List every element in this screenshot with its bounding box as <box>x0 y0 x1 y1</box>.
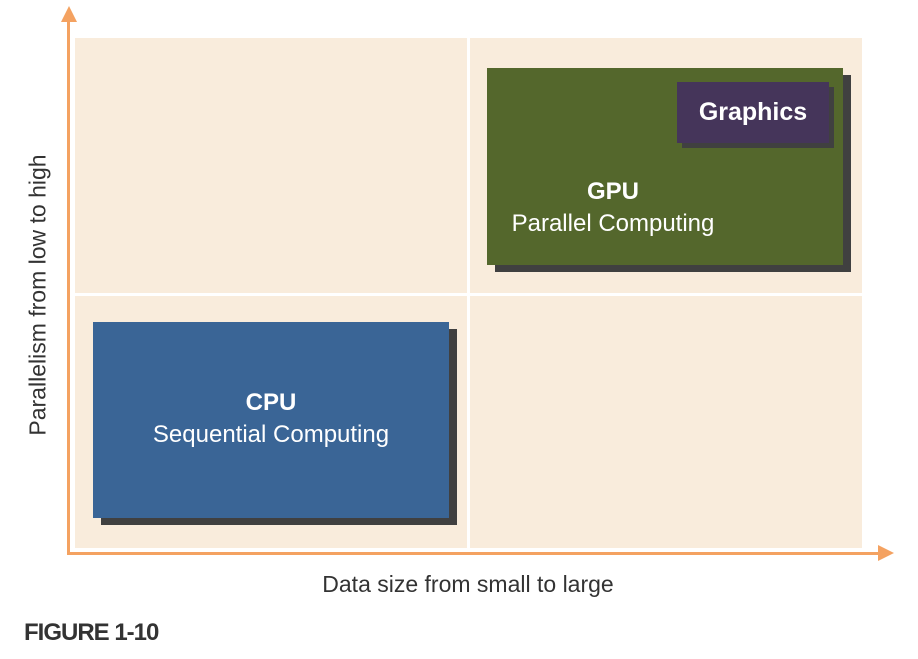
cpu-subtitle: Sequential Computing <box>152 421 390 448</box>
figure-caption: FIGURE 1-10 <box>24 619 159 646</box>
cpu-title: CPU <box>245 389 297 416</box>
x-axis <box>67 552 882 555</box>
y-axis-arrow-icon <box>61 6 77 22</box>
gpu-subtitle: Parallel Computing <box>511 210 715 237</box>
y-axis-label: Parallelism from low to high <box>24 154 51 436</box>
graphics-badge: Graphics <box>677 82 829 143</box>
x-axis-arrow-icon <box>878 545 894 561</box>
y-axis <box>67 16 70 554</box>
gpu-title: GPU <box>586 178 639 205</box>
horizontal-divider <box>75 293 862 296</box>
x-axis-label: Data size from small to large <box>322 571 614 597</box>
cpu-box: CPU Sequential Computing <box>93 322 449 518</box>
